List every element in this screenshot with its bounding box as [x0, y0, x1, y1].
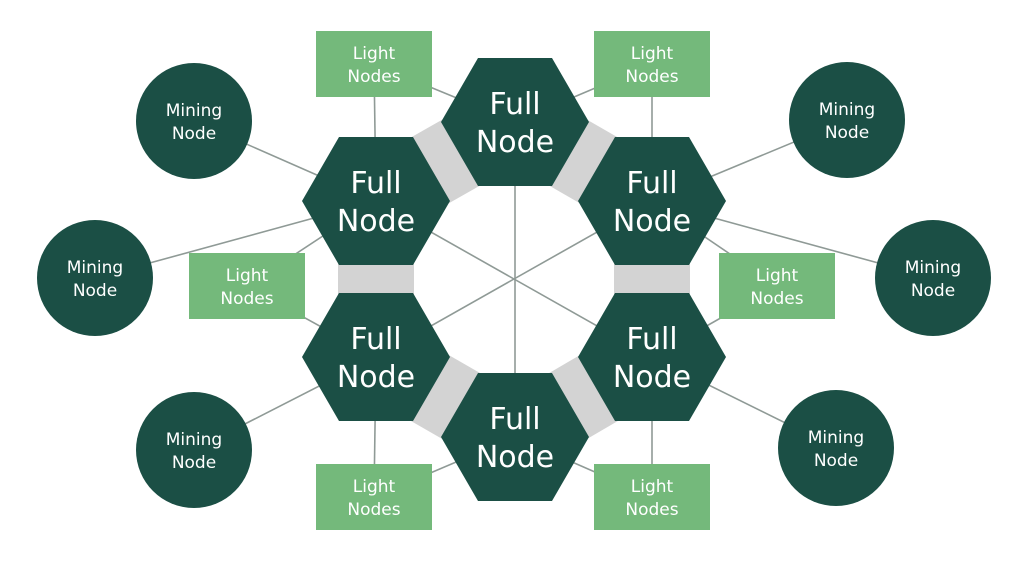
mining-node-label: Mining: [808, 428, 864, 448]
mining-node-circle: [136, 392, 252, 508]
light-node-label: Nodes: [347, 67, 400, 87]
light-node-label: Light: [631, 477, 674, 497]
mining-node-label: Mining: [905, 258, 961, 278]
full-node-label: Full: [350, 166, 401, 201]
mining-node-label: Node: [172, 453, 216, 473]
full-nodes-layer: FullNodeFullNodeFullNodeFullNodeFullNode…: [302, 58, 726, 501]
mining-node-label: Node: [911, 281, 955, 301]
full-node-hexagon: [441, 58, 589, 186]
light-node-box: [594, 31, 710, 97]
mining-node-label: Mining: [819, 100, 875, 120]
light-node-label: Light: [226, 266, 269, 286]
mining-node-circle: [778, 390, 894, 506]
full-node-label: Node: [613, 360, 691, 395]
full-node-hexagon: [302, 137, 450, 265]
light-node-box: [189, 253, 305, 319]
mining-node-circle: [37, 220, 153, 336]
full-node-label: Full: [626, 322, 677, 357]
light-node-label: Light: [756, 266, 799, 286]
mining-node-label: Node: [73, 281, 117, 301]
full-node-label: Node: [476, 440, 554, 475]
light-node-box: [594, 464, 710, 530]
light-node-label: Nodes: [750, 289, 803, 309]
mining-node-label: Node: [172, 124, 216, 144]
full-node-hexagon: [441, 373, 589, 501]
light-node-box: [719, 253, 835, 319]
full-node-label: Node: [337, 360, 415, 395]
light-node-label: Nodes: [347, 500, 400, 520]
mining-node-circle: [875, 220, 991, 336]
mining-node-label: Mining: [166, 101, 222, 121]
light-node-label: Light: [631, 44, 674, 64]
light-node-box: [316, 464, 432, 530]
mining-node-circle: [789, 62, 905, 178]
full-node-hexagon: [302, 293, 450, 421]
light-node-label: Nodes: [625, 500, 678, 520]
full-node-label: Node: [337, 204, 415, 239]
full-node-hexagon: [578, 293, 726, 421]
mining-node-circle: [136, 63, 252, 179]
light-nodes-layer: LightNodesLightNodesLightNodesLightNodes…: [189, 31, 835, 530]
light-node-label: Light: [353, 477, 396, 497]
light-node-box: [316, 31, 432, 97]
mining-node-label: Mining: [166, 430, 222, 450]
full-node-label: Full: [626, 166, 677, 201]
full-node-hexagon: [578, 137, 726, 265]
full-node-label: Full: [489, 87, 540, 122]
light-node-label: Nodes: [220, 289, 273, 309]
full-node-label: Full: [489, 402, 540, 437]
mining-node-label: Mining: [67, 258, 123, 278]
mining-nodes-layer: MiningNodeMiningNodeMiningNodeMiningNode…: [37, 62, 991, 508]
full-node-label: Node: [613, 204, 691, 239]
mining-node-label: Node: [814, 451, 858, 471]
light-node-label: Nodes: [625, 67, 678, 87]
full-node-label: Node: [476, 125, 554, 160]
full-node-label: Full: [350, 322, 401, 357]
mining-node-label: Node: [825, 123, 869, 143]
light-node-label: Light: [353, 44, 396, 64]
